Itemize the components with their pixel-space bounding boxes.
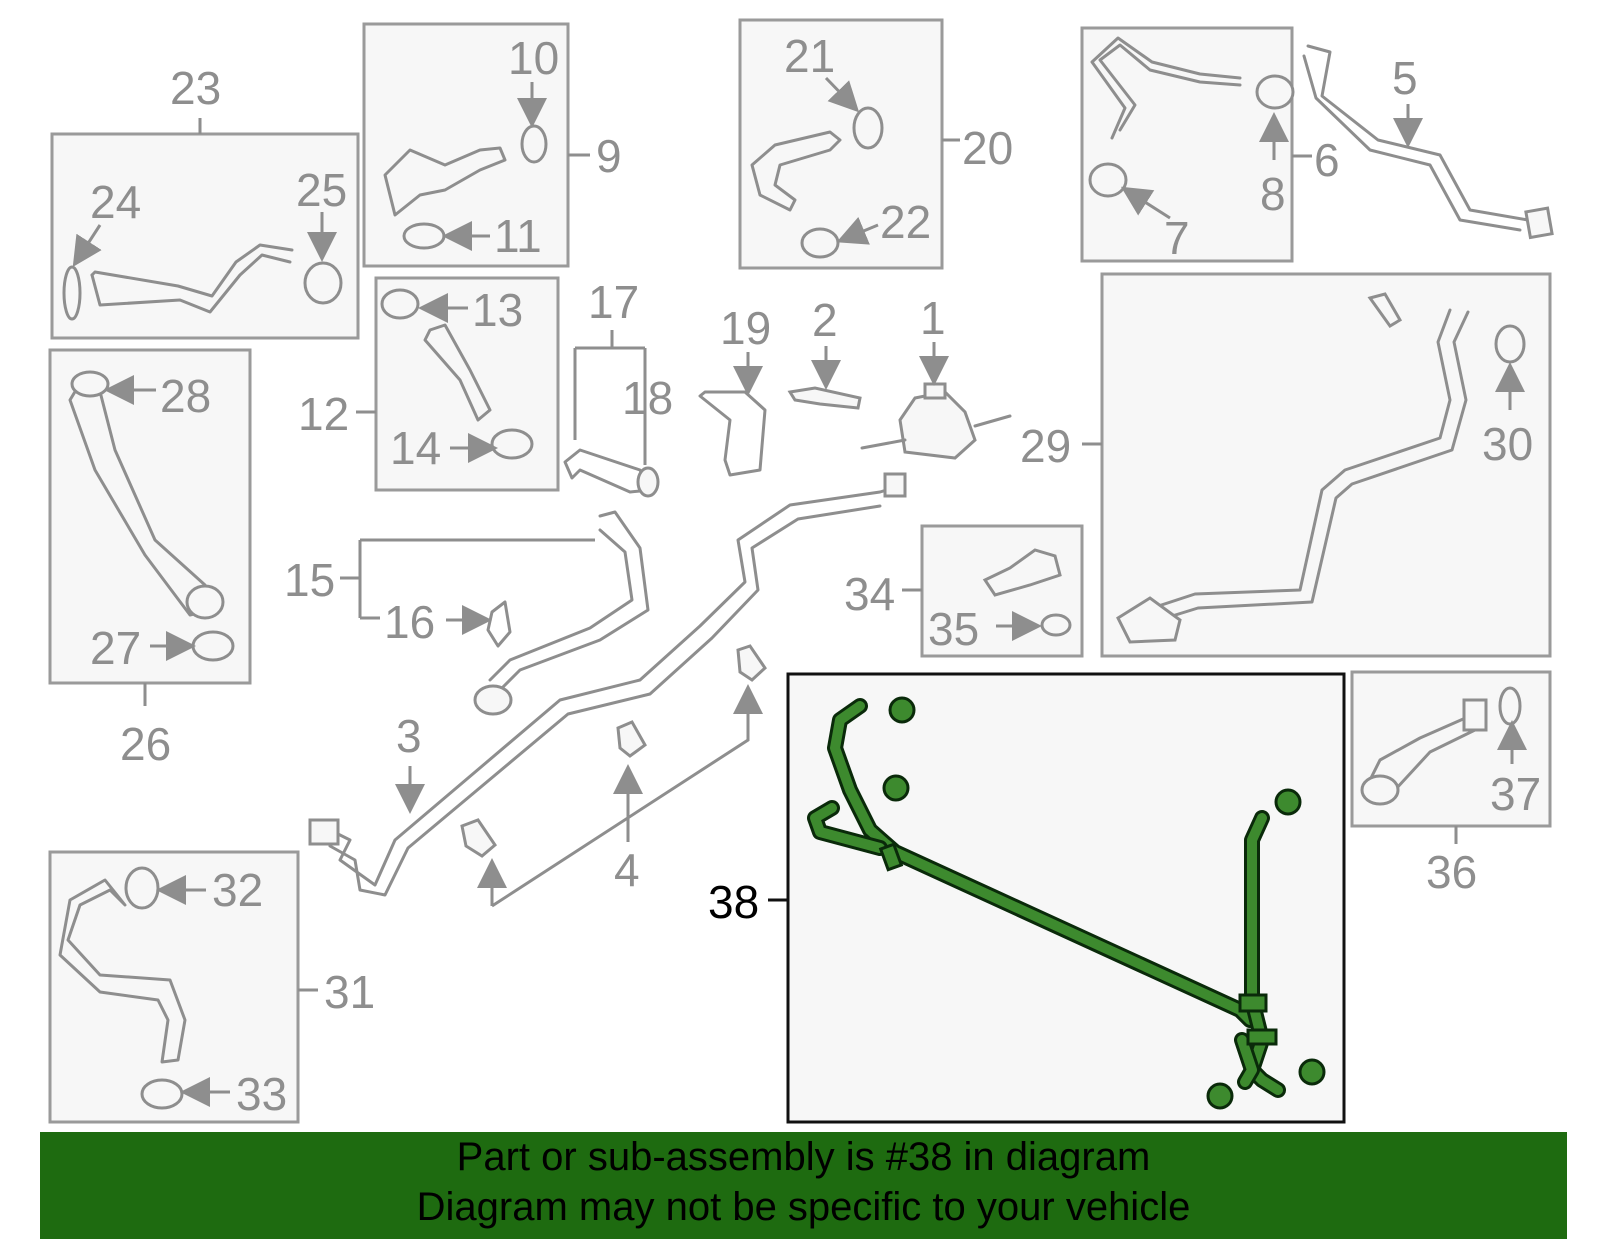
callout-16: 16 bbox=[384, 596, 435, 648]
callout-15: 15 bbox=[284, 554, 335, 606]
info-banner: Part or sub-assembly is #38 in diagram D… bbox=[40, 1132, 1567, 1239]
part-1-reservoir[interactable]: 1 bbox=[860, 292, 1012, 460]
callout-18: 18 bbox=[622, 372, 673, 424]
grommet-2 bbox=[882, 774, 910, 802]
grommet-4 bbox=[1298, 1058, 1326, 1086]
callout-33: 33 bbox=[236, 1068, 287, 1120]
grommet-5 bbox=[1206, 1082, 1234, 1110]
callout-10: 10 bbox=[508, 32, 559, 84]
part-2-bracket[interactable]: 2 bbox=[787, 294, 862, 410]
group-20[interactable]: 20 21 22 bbox=[738, 18, 1013, 270]
callout-5: 5 bbox=[1392, 52, 1418, 104]
callout-30: 30 bbox=[1482, 418, 1533, 470]
group-12[interactable]: 12 13 14 bbox=[298, 276, 560, 492]
group-34[interactable]: 34 35 bbox=[844, 524, 1084, 658]
callout-22: 22 bbox=[880, 196, 931, 248]
callout-19: 19 bbox=[720, 302, 771, 354]
callout-37: 37 bbox=[1490, 768, 1541, 820]
callout-9: 9 bbox=[596, 130, 622, 182]
group-38-highlighted[interactable]: 38 bbox=[708, 672, 1346, 1124]
callout-7: 7 bbox=[1164, 212, 1190, 264]
callout-1: 1 bbox=[920, 292, 946, 344]
callout-24: 24 bbox=[90, 176, 141, 228]
callout-8: 8 bbox=[1260, 168, 1286, 220]
part-17-hose[interactable]: 17 18 bbox=[563, 276, 673, 498]
callout-12: 12 bbox=[298, 388, 349, 440]
callout-6: 6 bbox=[1314, 134, 1340, 186]
group-6[interactable]: 6 7 8 bbox=[1080, 26, 1340, 264]
callout-34: 34 bbox=[844, 568, 895, 620]
grommet-1 bbox=[888, 696, 916, 724]
diagram-canvas: 23 24 25 9 10 11 20 21 22 bbox=[48, 18, 1554, 1124]
callout-31: 31 bbox=[324, 966, 375, 1018]
group-29[interactable]: 29 30 bbox=[1020, 272, 1552, 658]
callout-26: 26 bbox=[120, 718, 171, 770]
callout-27: 27 bbox=[90, 622, 141, 674]
part-4-clips[interactable]: 4 bbox=[460, 644, 767, 908]
callout-13: 13 bbox=[472, 284, 523, 336]
callout-32: 32 bbox=[212, 864, 263, 916]
callout-25: 25 bbox=[296, 164, 347, 216]
callout-17: 17 bbox=[588, 276, 639, 328]
group-31[interactable]: 31 32 33 bbox=[48, 850, 375, 1124]
part-19-hose[interactable]: 19 bbox=[698, 302, 771, 477]
callout-21: 21 bbox=[784, 30, 835, 82]
grommet-3 bbox=[1274, 788, 1302, 816]
part-38-hose-assembly bbox=[807, 698, 1286, 1098]
callout-2: 2 bbox=[812, 294, 838, 346]
callout-35: 35 bbox=[928, 603, 979, 655]
part-15-tube[interactable]: 15 16 bbox=[284, 510, 650, 716]
callout-11: 11 bbox=[494, 210, 542, 262]
banner-line-1: Part or sub-assembly is #38 in diagram bbox=[456, 1135, 1151, 1179]
group-9[interactable]: 9 10 11 bbox=[362, 22, 622, 268]
part-3-tube[interactable]: 3 bbox=[308, 472, 907, 897]
callout-29: 29 bbox=[1020, 420, 1071, 472]
callout-38: 38 bbox=[708, 876, 759, 928]
callout-14: 14 bbox=[390, 422, 441, 474]
part-5-tube[interactable]: 5 bbox=[1302, 44, 1554, 240]
banner-line-2: Diagram may not be specific to your vehi… bbox=[416, 1185, 1191, 1229]
group-23[interactable]: 23 24 25 bbox=[50, 62, 360, 340]
callout-3: 3 bbox=[396, 710, 422, 762]
callout-20: 20 bbox=[962, 122, 1013, 174]
group-36[interactable]: 36 37 bbox=[1350, 670, 1552, 898]
callout-36: 36 bbox=[1426, 846, 1477, 898]
group-26[interactable]: 26 28 27 bbox=[48, 348, 252, 770]
callout-23: 23 bbox=[170, 62, 221, 114]
callout-28: 28 bbox=[160, 370, 211, 422]
callout-4: 4 bbox=[614, 844, 640, 896]
